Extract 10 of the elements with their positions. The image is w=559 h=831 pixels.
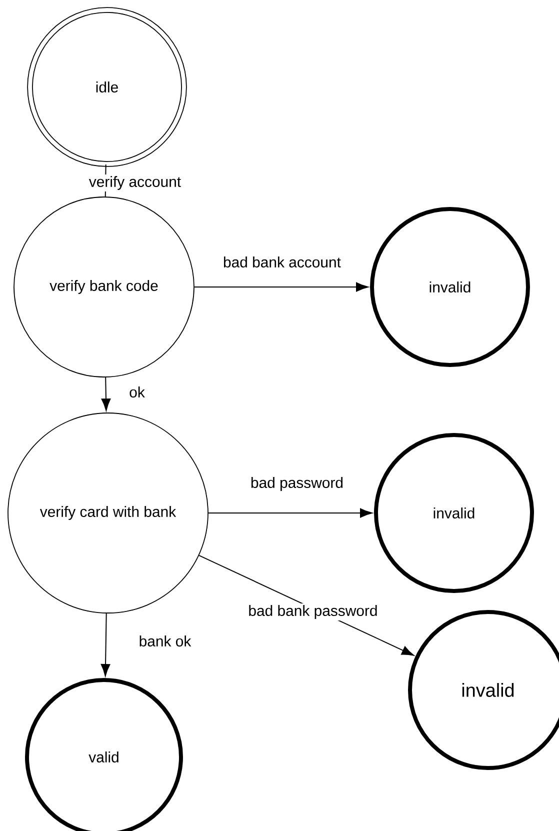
arrow — [100, 612, 110, 676]
arrow — [101, 376, 111, 411]
edge-label: bad bank password — [246, 604, 380, 620]
edge-label: bank ok — [137, 634, 193, 648]
edge-label: bad bank account — [222, 255, 342, 269]
arrow — [194, 282, 368, 292]
edge-label: verify account — [87, 174, 183, 192]
edge-label: bad password — [248, 476, 346, 492]
edge-label: ok — [128, 385, 146, 399]
arrow — [208, 508, 372, 518]
